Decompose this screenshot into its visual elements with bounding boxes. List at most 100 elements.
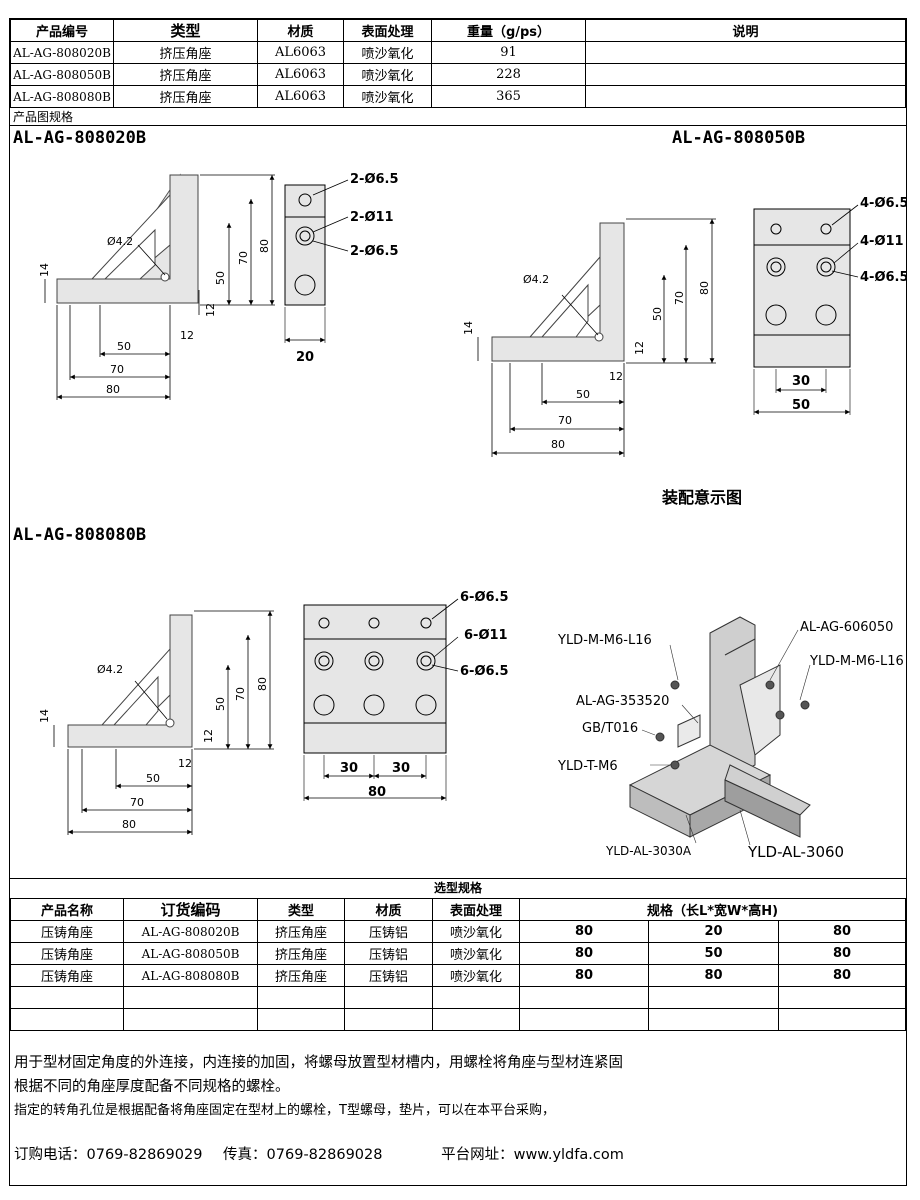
dimensions-3 [53, 610, 274, 835]
header-weight: 重量（g/ps） [431, 19, 586, 42]
table-row: AL-AG-808020B 挤压角座 AL6063 喷沙氧化 91 [10, 41, 906, 64]
hole-labels-1: 2-Ø6.5 2-Ø11 2-Ø6.5 20 [296, 172, 399, 365]
table-row: 压铸角座 AL-AG-808080B 挤压角座 压铸铝 喷沙氧化 80 80 8… [10, 964, 906, 987]
header-code: 产品编号 [10, 19, 114, 42]
cell: 喷沙氧化 [432, 964, 520, 987]
dim-12: 12 [180, 329, 194, 342]
cell: AL6063 [257, 63, 344, 86]
section-label: 产品图规格 [13, 110, 74, 124]
header-name: 产品名称 [10, 898, 124, 921]
hole-labels-3: 6-Ø6.5 6-Ø11 6-Ø6.5 30 30 80 [340, 590, 509, 800]
selection-table: 产品名称 订货编码 类型 材质 表面处理 规格（长L*宽W*高H) 压铸角座 A… [10, 898, 906, 1031]
dim-80: 80 [551, 438, 565, 451]
model-title-1: AL-AG-808020B [13, 128, 147, 148]
dim-hole: Ø4.2 [107, 235, 133, 248]
dim-80v: 80 [256, 677, 269, 691]
order-phone: 订购电话：0769-82869029 [14, 1147, 203, 1163]
cell [585, 41, 906, 64]
dim-30b: 30 [392, 761, 410, 776]
dimension-labels-3: 50 70 80 Ø4.2 12 14 50 70 80 12 [38, 663, 269, 831]
table-row-empty [10, 986, 906, 1009]
dim-70: 70 [110, 363, 124, 376]
cell: 80 [648, 964, 779, 987]
hole-label: 6-Ø11 [464, 628, 508, 643]
note-line: 根据不同的角座厚度配备不同规格的螺栓。 [14, 1079, 290, 1095]
dim-50v: 50 [651, 307, 664, 321]
selection-table-header: 产品名称 订货编码 类型 材质 表面处理 规格（长L*宽W*高H) [10, 898, 906, 921]
dimensions-1 [44, 174, 275, 400]
dim-70v: 70 [237, 251, 250, 265]
dim-80v: 80 [258, 239, 271, 253]
cell: 80 [519, 920, 649, 943]
assembly-labels: YLD-M-M6-L16 AL-AG-606050 YLD-M-M6-L16 A… [557, 620, 904, 861]
dim-50: 50 [146, 772, 160, 785]
cell: 91 [431, 41, 586, 64]
dim-50v: 50 [214, 697, 227, 711]
assembly-label: YLD-AL-3060 [747, 843, 844, 861]
cell: 50 [648, 942, 779, 965]
bracket-front-view-3 [303, 598, 459, 801]
header-type: 类型 [113, 19, 258, 42]
cell [585, 63, 906, 86]
cell: 喷沙氧化 [343, 63, 432, 86]
dimensions-2 [477, 218, 716, 457]
dimension-labels-2: 50 70 80 Ø4.2 12 14 50 70 80 12 [462, 273, 711, 451]
dim-12v: 12 [204, 303, 217, 317]
dim-14: 14 [462, 321, 475, 335]
fax: 传真：0769-82869028 [223, 1147, 383, 1163]
cell: 压铸角座 [10, 942, 124, 965]
cell: 20 [648, 920, 779, 943]
cell: 228 [431, 63, 586, 86]
assembly-illustration [628, 616, 811, 846]
cell: AL-AG-808050B [123, 942, 258, 965]
dim-14: 14 [38, 709, 51, 723]
cell: AL-AG-808050B [10, 63, 114, 86]
assembly-label: YLD-M-M6-L16 [557, 633, 652, 648]
note-line: 指定的转角孔位是根据配备将角座固定在型材上的螺栓，T型螺母，垫片，可以在本平台采… [14, 1103, 555, 1118]
assembly-label: GB/T016 [582, 721, 638, 736]
table-row: AL-AG-808080B 挤压角座 AL6063 喷沙氧化 365 [10, 85, 906, 108]
header-order-code: 订货编码 [123, 898, 258, 921]
assembly-label: YLD-M-M6-L16 [809, 654, 904, 669]
dim-30a: 30 [340, 761, 358, 776]
hole-label: 2-Ø6.5 [350, 172, 399, 187]
cell: 365 [431, 85, 586, 108]
note-line: 用于型材固定角度的外连接，内连接的加固，将螺母放置型材槽内，用螺栓将角座与型材连… [14, 1055, 623, 1071]
dim-hole: Ø4.2 [97, 663, 123, 676]
header-type: 类型 [257, 898, 345, 921]
dim-50v: 50 [214, 271, 227, 285]
cell: 压铸铝 [344, 964, 433, 987]
header-surface: 表面处理 [343, 19, 432, 42]
cell: 喷沙氧化 [343, 85, 432, 108]
dim-80h: 80 [368, 785, 386, 800]
bracket-side-view-2 [491, 222, 625, 362]
assembly-label: YLD-T-M6 [557, 759, 618, 774]
cell: 压铸铝 [344, 920, 433, 943]
dim-80v: 80 [698, 281, 711, 295]
model-title-2: AL-AG-808050B [672, 128, 806, 148]
cell: AL6063 [257, 41, 344, 64]
header-material: 材质 [344, 898, 433, 921]
hole-label: 6-Ø6.5 [460, 590, 509, 605]
hole-labels-2: 4-Ø6.5 4-Ø11 4-Ø6.5 30 50 [792, 196, 906, 413]
cell: 挤压角座 [113, 63, 258, 86]
bracket-front-view-2 [753, 204, 859, 415]
cell: 挤压角座 [257, 964, 345, 987]
hole-label: 2-Ø6.5 [350, 244, 399, 259]
table-row: AL-AG-808050B 挤压角座 AL6063 喷沙氧化 228 [10, 63, 906, 86]
cell: 80 [778, 942, 906, 965]
dim-12: 12 [609, 370, 623, 383]
hole-label: 2-Ø11 [350, 210, 394, 225]
cell: 压铸铝 [344, 942, 433, 965]
cell: 压铸角座 [10, 920, 124, 943]
model-title-3: AL-AG-808080B [13, 525, 147, 545]
dim-12: 12 [178, 757, 192, 770]
hole-label: 6-Ø6.5 [460, 664, 509, 679]
hole-label: 4-Ø6.5 [860, 270, 906, 285]
cell: 喷沙氧化 [343, 41, 432, 64]
cell: 80 [778, 964, 906, 987]
hole-label: 4-Ø6.5 [860, 196, 906, 211]
dim-20: 20 [296, 350, 314, 365]
dim-hole: Ø4.2 [523, 273, 549, 286]
bracket-side-view-1 [56, 173, 199, 304]
